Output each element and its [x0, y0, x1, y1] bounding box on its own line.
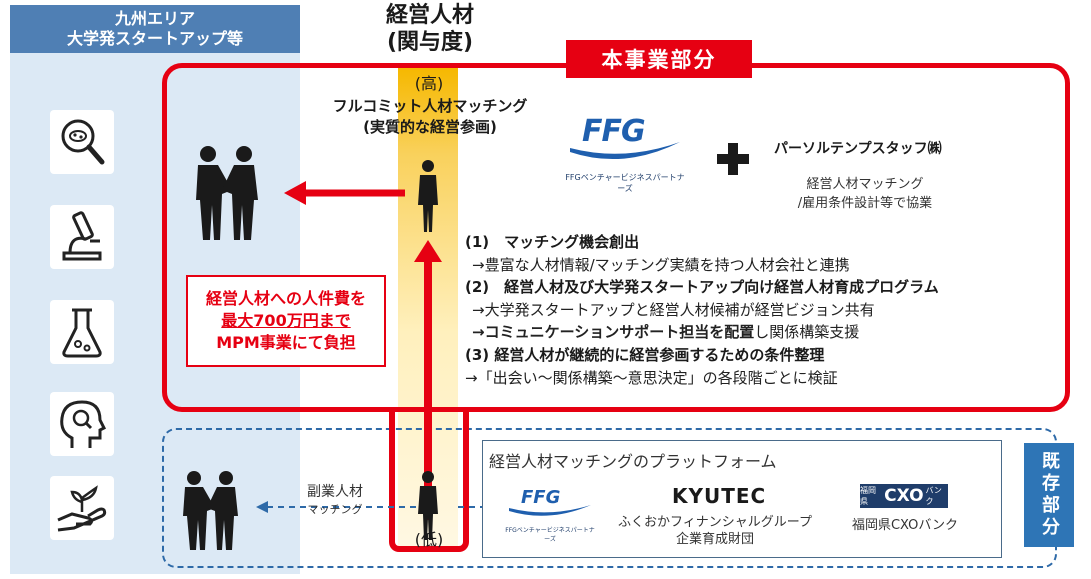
partner-company-name: パーソルテンプスタッフ㈱	[774, 141, 942, 157]
cxo-bank-logo: 福岡県 CXO バンク	[860, 484, 948, 508]
item-3-heading: (3) 経営人材が継続的に経営参画するための条件整理	[465, 346, 825, 364]
handshake-icon-top	[196, 146, 258, 240]
cost-burden-callout: 経営人材への人件費を 最大700万円まで MPM事業にて負担	[186, 275, 386, 367]
head-idea-icon	[50, 392, 114, 456]
vertical-up-arrow-head	[414, 240, 442, 262]
item-1-heading: (1) マッチング機会創出	[465, 233, 640, 251]
left-arrow-head	[284, 181, 306, 205]
item-1-detail: →豊富な人材情報/マッチング実績を持つ人材会社と連携	[472, 256, 850, 274]
microscope-icon	[50, 205, 114, 269]
person-icon-top	[418, 160, 438, 232]
item-3-detail: →「出会い～関係構築～意思決定」の各段階ごとに検証	[465, 369, 838, 387]
main-project-tag: 本事業部分	[566, 40, 752, 78]
high-involvement-label: (高)	[414, 74, 444, 93]
platform-title: 経営人材マッチングのプラットフォーム	[489, 452, 777, 471]
side-job-matching-label: 副業人材 マッチング	[307, 484, 363, 516]
partner-description: 経営人材マッチング /雇用条件設計等で協業	[797, 177, 933, 211]
item-2-detail: →大学発スタートアップと経営人材候補が経営ビジョン共有	[472, 301, 875, 319]
ffg-logo: FFG FFGベンチャービジネスパートナーズ	[565, 114, 685, 193]
item-2-detail-2: →コミュニケーションサポート担当を配置し関係構築支援	[472, 323, 860, 341]
ffg-swoosh-small-icon	[509, 505, 591, 516]
plus-icon	[717, 143, 749, 175]
ffg-swoosh-icon	[570, 142, 680, 160]
kyutec-name-line1: ふくおかフィナンシャルグループ	[618, 515, 812, 530]
management-talent-axis-title: 経営人材 (関与度)	[385, 3, 474, 55]
virus-magnifier-icon	[50, 110, 114, 174]
person-icon-bottom	[418, 471, 438, 540]
startup-column-header: 九州エリア 大学発スタートアップ等	[10, 5, 300, 53]
flask-icon	[50, 300, 114, 364]
ffg-logo-small: FFG FFGベンチャービジネスパートナーズ	[505, 487, 595, 543]
hand-plant-icon	[50, 476, 114, 540]
existing-section-tag: 既存部分	[1024, 443, 1074, 547]
kyutec-logo: KYUTEC	[672, 484, 767, 508]
side-job-dashed-arrow-head	[256, 501, 268, 513]
red-corridor-frame	[389, 410, 469, 552]
kyutec-name-line2: 企業育成財団	[675, 532, 754, 547]
fullcommit-matching-title: フルコミット人材マッチング (実質的な経営参画)	[332, 97, 528, 136]
cxo-bank-name: 福岡県CXOバンク	[851, 518, 959, 533]
handshake-icon-bottom	[183, 471, 238, 550]
item-2-heading: (2) 経営人材及び大学発スタートアップ向け経営人材育成プログラム	[465, 278, 939, 296]
